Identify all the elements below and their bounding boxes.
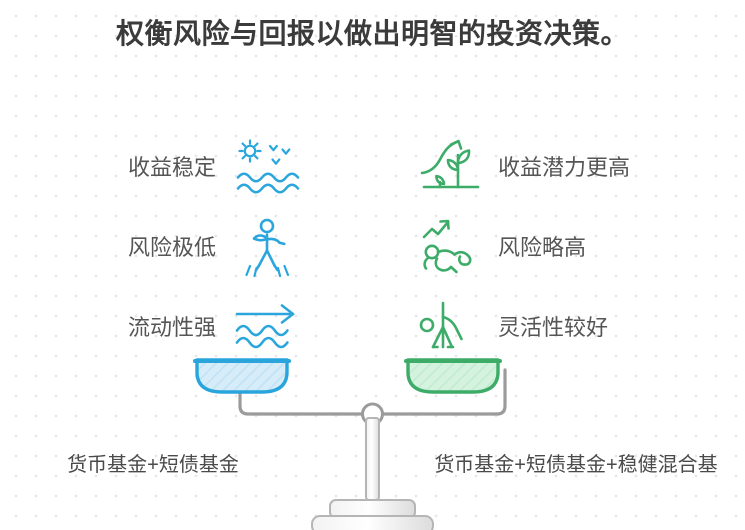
arrow-over-waves-icon xyxy=(235,304,295,349)
feature-row-slightly-higher-risk: 风险略高 xyxy=(418,208,698,288)
feature-row-better-flexibility: 灵活性较好 xyxy=(418,288,698,368)
feature-label-very-low-risk: 风险极低 xyxy=(127,235,216,260)
climbing-person-trend-icon xyxy=(422,219,472,274)
feature-label-higher-return-potential: 收益潜力更高 xyxy=(498,155,631,180)
higher-risk-feature-column: 收益潜力更高 风险略高 xyxy=(418,128,698,368)
feature-row-high-liquidity: 流动性强 xyxy=(72,288,300,368)
stretching-person-icon xyxy=(419,301,463,349)
feature-label-stable-return: 收益稳定 xyxy=(127,155,216,180)
caption-higher-risk-portfolio: 货币基金+短债基金+稳健混合基 xyxy=(434,454,718,476)
scale-stand-base-lower xyxy=(311,515,434,530)
caption-low-risk-portfolio: 货币基金+短债基金 xyxy=(67,454,239,476)
low-risk-feature-column: 收益稳定 风险极低 xyxy=(72,128,300,368)
sun-birds-waves-icon xyxy=(236,139,300,194)
growing-sprout-icon xyxy=(420,139,480,189)
feature-label-high-liquidity: 流动性强 xyxy=(127,315,216,340)
page-title: 权衡风险与回报以做出明智的投资决策。 xyxy=(115,18,629,49)
scale-beam-left xyxy=(238,368,374,416)
feature-row-very-low-risk: 风险极低 xyxy=(72,208,300,288)
feature-row-stable-return: 收益稳定 xyxy=(72,128,300,208)
balance-scale xyxy=(193,358,507,530)
scale-beam-right xyxy=(371,368,507,416)
walking-person-icon xyxy=(245,218,290,278)
feature-row-higher-return-potential: 收益潜力更高 xyxy=(418,128,698,208)
green-pan xyxy=(406,358,500,394)
scale-stand-column xyxy=(365,417,380,501)
feature-label-better-flexibility: 灵活性较好 xyxy=(498,315,609,340)
blue-pan xyxy=(195,358,289,394)
feature-label-slightly-higher-risk: 风险略高 xyxy=(498,235,587,260)
